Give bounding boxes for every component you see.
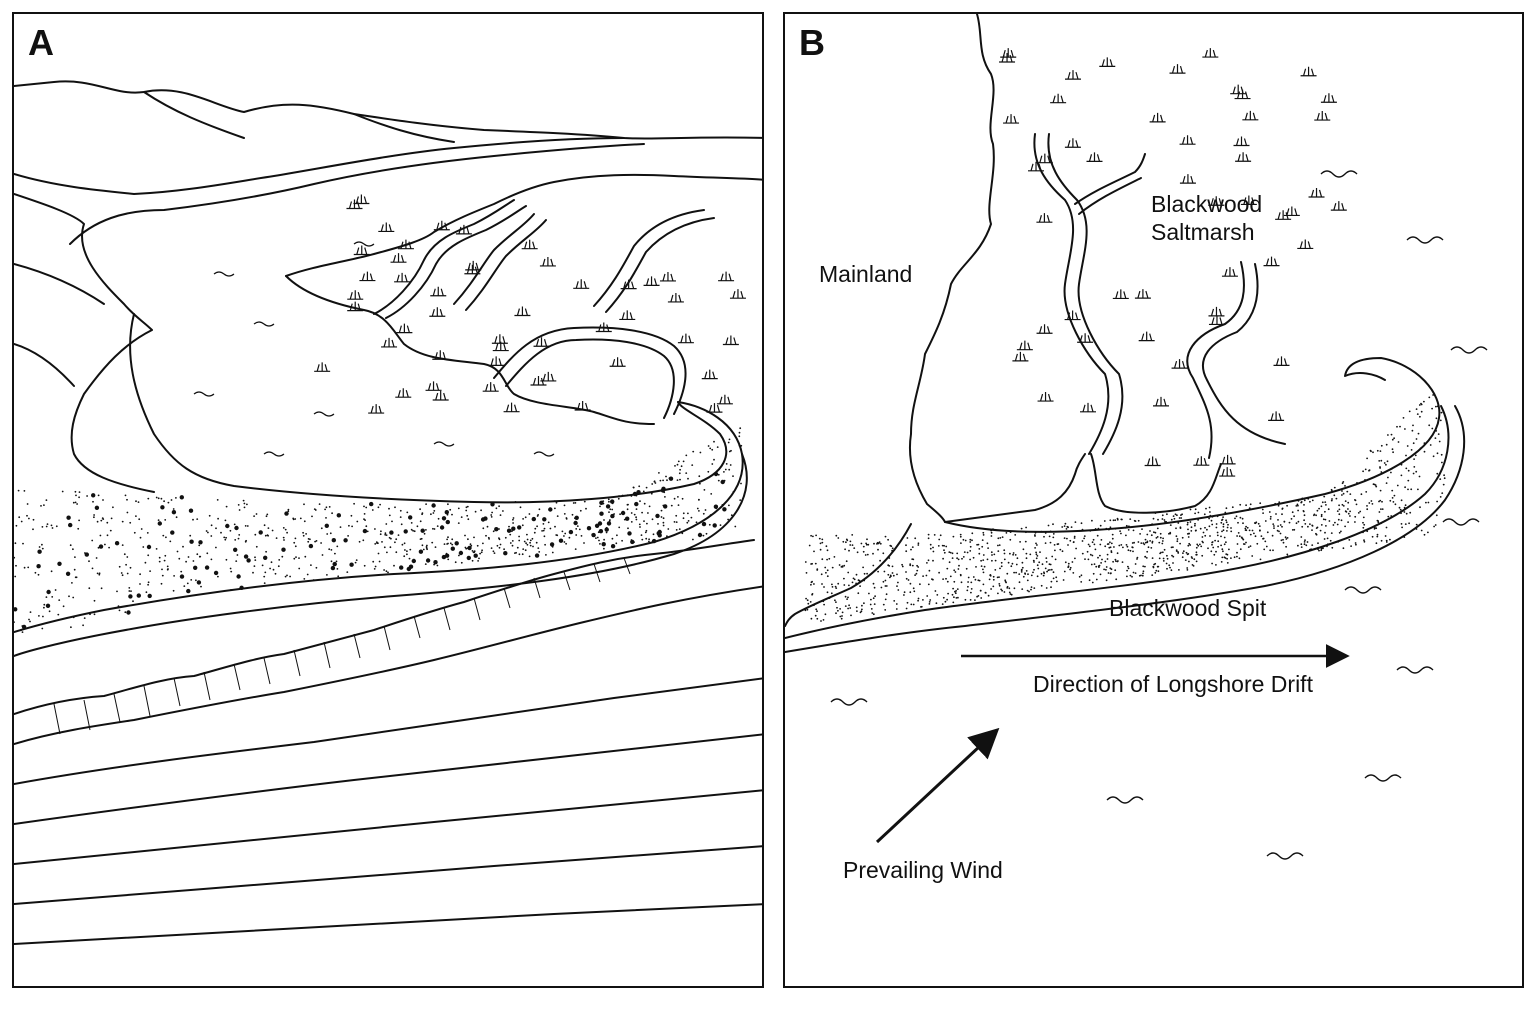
panel-a-letter: A — [28, 22, 54, 63]
creek-4 — [593, 209, 705, 307]
panel-b-letter: B — [799, 22, 825, 63]
saltmarsh-label: Blackwood Saltmarsh — [1151, 190, 1262, 246]
creek-3 — [493, 326, 687, 415]
cliff-top — [14, 137, 625, 195]
cliff-base — [69, 143, 645, 245]
creek-main — [1033, 133, 1110, 455]
spit-map-diagram — [785, 14, 1488, 860]
coastline-perspective-sketch — [14, 80, 762, 945]
beach-shingle-stipple — [14, 427, 743, 633]
saltmarsh-edge — [285, 173, 762, 277]
wave-hatching — [53, 557, 631, 735]
panel-a-illustration: A — [12, 12, 764, 988]
saltmarsh-label-line2: Saltmarsh — [1151, 219, 1255, 245]
spit-label: Blackwood Spit — [1109, 595, 1267, 621]
breaking-wave — [14, 539, 755, 715]
mainland-label: Mainland — [819, 261, 913, 287]
bay-shoreline — [129, 313, 728, 504]
prevailing-wind-arrow — [875, 727, 1000, 844]
longshore-drift-label: Direction of Longshore Drift — [1033, 671, 1313, 697]
spit-outer-edge — [785, 523, 912, 627]
marsh-grass — [314, 194, 746, 414]
creek-2 — [453, 213, 535, 305]
sea-ripple-marks — [830, 170, 1488, 860]
creek-east — [1186, 261, 1245, 459]
creek-1 — [373, 199, 515, 315]
mainland-coastline — [909, 14, 995, 523]
swell-lines — [14, 677, 762, 785]
spit-sand-stipple — [804, 394, 1446, 622]
distant-hills — [14, 80, 762, 140]
spit-inner-edge — [944, 357, 1441, 533]
water-ripples — [193, 241, 555, 457]
panel-b-map: B Mainland Blackwood Saltmarsh Blackwood… — [783, 12, 1524, 988]
saltmarsh-grass — [999, 48, 1347, 477]
saltmarsh-label-line1: Blackwood — [1151, 191, 1263, 217]
creek-branch — [1074, 153, 1146, 205]
prevailing-wind-label: Prevailing Wind — [843, 857, 1003, 883]
left-headland — [14, 193, 155, 493]
saltmarsh-boundary — [944, 453, 1086, 523]
